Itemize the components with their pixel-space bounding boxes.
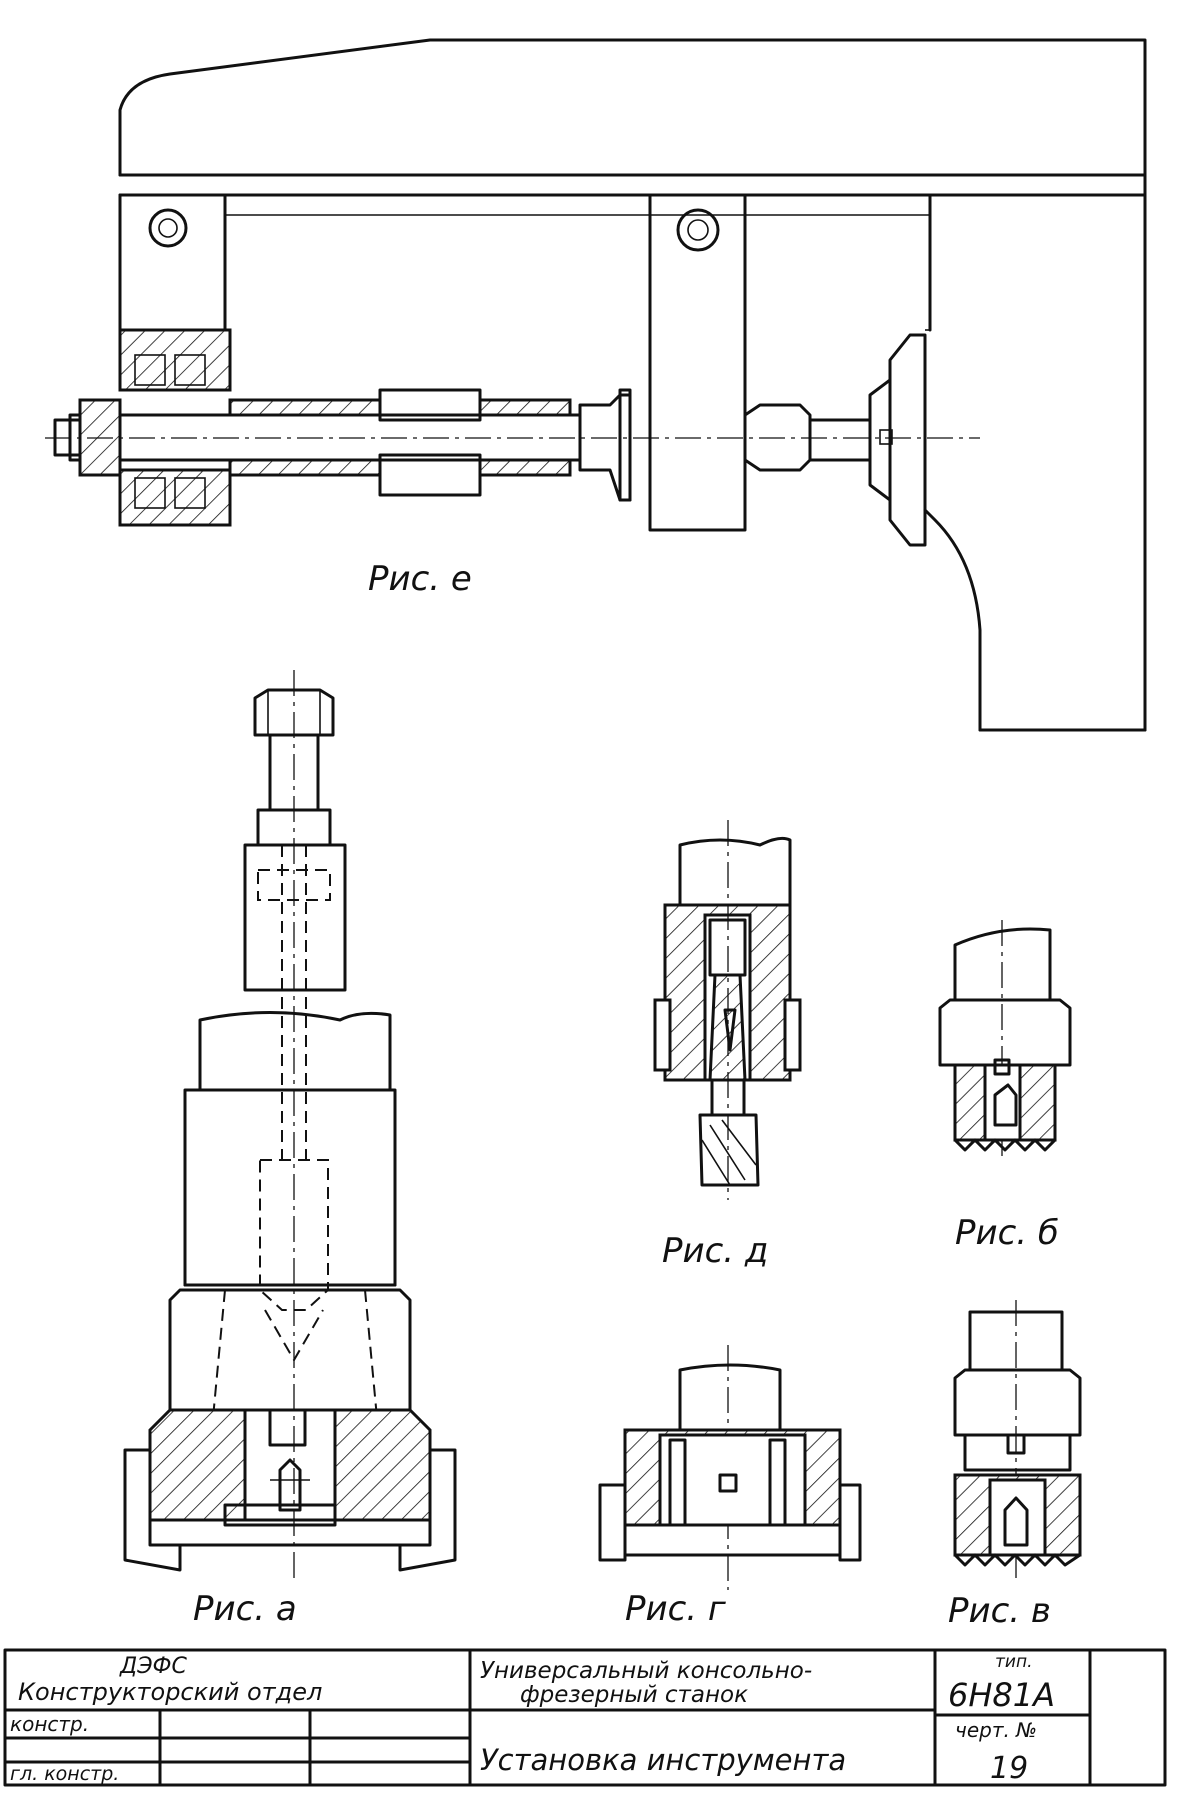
figure-d-caption: Рис. д	[662, 1231, 768, 1271]
title-block-type-label: тип.	[995, 1652, 1032, 1672]
title-block-subject: Установка инструмента	[480, 1743, 846, 1777]
figure-g-inserted-cutter	[598, 1345, 862, 1590]
figure-d-end-mill-chuck	[653, 820, 802, 1200]
figure-b-small-cutter	[938, 920, 1072, 1160]
figure-a-face-mill	[123, 670, 457, 1580]
figure-b-caption: Рис. б	[955, 1213, 1059, 1253]
title-block-machine-line2: фрезерный станок	[520, 1682, 748, 1708]
figure-e-caption: Рис. е	[368, 559, 472, 599]
title-block-department: Конструкторский отдел	[18, 1678, 322, 1706]
figure-g-caption: Рис. г	[625, 1589, 727, 1629]
title-block-type-value: 6Н81А	[948, 1676, 1055, 1714]
title-block-sheet-label: черт. №	[955, 1718, 1037, 1742]
title-block	[3, 1648, 1167, 1787]
title-block-org: ДЭФС	[119, 1654, 187, 1679]
title-block-machine-line1: Универсальный консольно-	[480, 1658, 812, 1684]
title-block-role-chief: гл. констр.	[10, 1763, 119, 1785]
figure-v-caption: Рис. в	[948, 1591, 1051, 1631]
title-block-role-designer: констр.	[10, 1712, 89, 1736]
figure-a-caption: Рис. а	[193, 1589, 297, 1629]
figure-e-arbor-assembly	[45, 38, 1147, 732]
figure-v-shell-cutter	[953, 1300, 1082, 1580]
title-block-sheet-value: 19	[990, 1751, 1028, 1786]
